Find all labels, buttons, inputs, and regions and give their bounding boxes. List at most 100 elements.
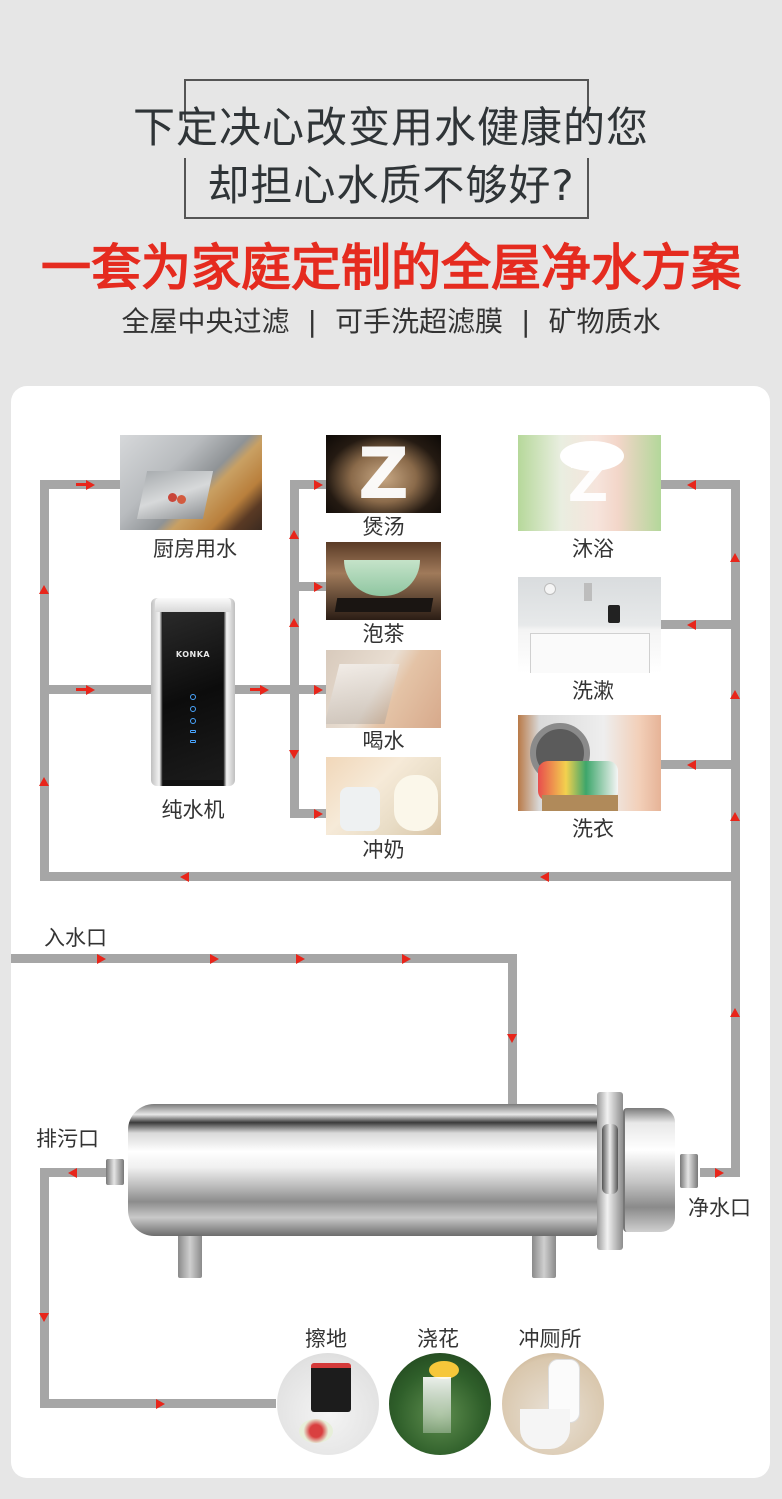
tea-tray (334, 598, 434, 612)
arrow-left-icon (540, 872, 549, 882)
led-icon (190, 706, 196, 712)
arrow-right-icon (86, 480, 95, 490)
label-mopping: 擦地 (305, 1327, 347, 1351)
label-milk: 冲奶 (362, 838, 405, 862)
label-inlet: 入水口 (44, 926, 107, 950)
arrow-up-icon (289, 530, 299, 539)
laundry-basket (542, 795, 618, 811)
tea-cup (344, 560, 420, 596)
toilet-photo (502, 1353, 604, 1455)
pipe-to-washbasin (660, 620, 740, 629)
label-soup: 煲汤 (362, 515, 405, 539)
watering-photo (389, 1353, 491, 1455)
arrow-up-icon (39, 585, 49, 594)
laundry-photo (518, 715, 661, 811)
arrow-left-icon (180, 872, 189, 882)
frame-left-upper (184, 79, 186, 121)
arrow-right-icon (210, 954, 219, 964)
feature-list: 全屋中央过滤 | 可手洗超滤膜 | 矿物质水 (0, 302, 782, 342)
arrow-right-icon (156, 1399, 165, 1409)
label-tea: 泡茶 (362, 622, 405, 646)
device-brand-logo: KONKA (175, 650, 211, 659)
arrow-up-icon (730, 1008, 740, 1017)
arrow-right-icon (97, 954, 106, 964)
arrow-right-icon (715, 1168, 724, 1178)
pipe-to-purifier (40, 685, 152, 694)
clamp-latch (602, 1124, 618, 1194)
led-icon (190, 730, 196, 733)
clothes (538, 761, 618, 801)
arrow-right-icon (86, 685, 95, 695)
feature-separator: | (307, 305, 317, 338)
pipe-left-riser (40, 480, 49, 881)
label-toilet: 冲厕所 (518, 1327, 582, 1351)
label-drain: 排污口 (36, 1127, 99, 1151)
watermark-z: Z (358, 435, 409, 513)
feature-separator: | (521, 305, 531, 338)
kitchen-sink-photo (120, 435, 262, 530)
arrow-shaft (250, 688, 260, 691)
label-outlet: 净水口 (688, 1196, 751, 1220)
tea-photo (326, 542, 441, 620)
arrow-up-icon (39, 777, 49, 786)
arrow-left-icon (68, 1168, 77, 1178)
pipe-inlet (11, 954, 517, 963)
apple (177, 495, 186, 504)
arrow-shaft (76, 483, 86, 486)
led-icon (190, 718, 196, 724)
milk-photo (326, 757, 441, 835)
drinking-photo (326, 650, 441, 728)
feature-item: 全屋中央过滤 (121, 305, 290, 338)
mop-bucket (311, 1363, 351, 1412)
watermark-z: Z (567, 450, 609, 515)
led-icon (190, 740, 196, 743)
label-laundry: 洗衣 (572, 817, 614, 841)
device-front-panel: KONKA (163, 612, 223, 780)
outlet-nut (680, 1154, 698, 1188)
feature-item: 可手洗超滤膜 (334, 305, 503, 338)
arrow-right-icon (296, 954, 305, 964)
device-top (155, 598, 231, 612)
frame-bottom-line (184, 217, 589, 219)
mopping-photo (277, 1353, 379, 1455)
mop-head (299, 1419, 333, 1443)
water-glass (326, 664, 400, 724)
pipe-drain-down (40, 1168, 49, 1408)
faucet (584, 583, 592, 601)
frame-right-upper (587, 79, 589, 121)
tank-body (128, 1104, 598, 1236)
baby-bottle (340, 787, 380, 831)
soup-photo: Z (326, 435, 441, 513)
arrow-left-icon (687, 620, 696, 630)
pipe-to-shower (660, 480, 740, 489)
pipe-to-soup (290, 480, 326, 489)
arrow-up-icon (289, 618, 299, 627)
arrow-right-icon (314, 685, 323, 695)
frame-right-lower (587, 158, 589, 218)
apple (168, 493, 177, 502)
foam (560, 441, 624, 471)
arrow-down-icon (507, 1034, 517, 1043)
arrow-right-icon (314, 480, 323, 490)
watering-can (429, 1361, 459, 1379)
frame-top-line (184, 79, 589, 81)
faucet-handle (544, 583, 556, 595)
pipe-purifier-out (234, 685, 326, 694)
pipe-main-horizontal (40, 872, 740, 881)
arrow-right-icon (402, 954, 411, 964)
pipe-to-tea (290, 582, 326, 591)
feature-item: 矿物质水 (548, 305, 661, 338)
headline-line-2: 却担心水质不够好? (207, 161, 575, 210)
arrow-down-icon (39, 1313, 49, 1322)
arrow-right-icon (314, 582, 323, 592)
arrow-down-icon (289, 750, 299, 759)
label-shower: 沐浴 (572, 537, 614, 561)
arrow-up-icon (730, 812, 740, 821)
pipe-inlet-drop (508, 954, 517, 1106)
tank-end-cap (623, 1108, 675, 1232)
arrow-up-icon (730, 553, 740, 562)
soap-bottle (608, 605, 620, 623)
label-watering: 浇花 (417, 1327, 459, 1351)
washbasin-photo (518, 577, 661, 673)
label-drinking: 喝水 (362, 729, 405, 753)
